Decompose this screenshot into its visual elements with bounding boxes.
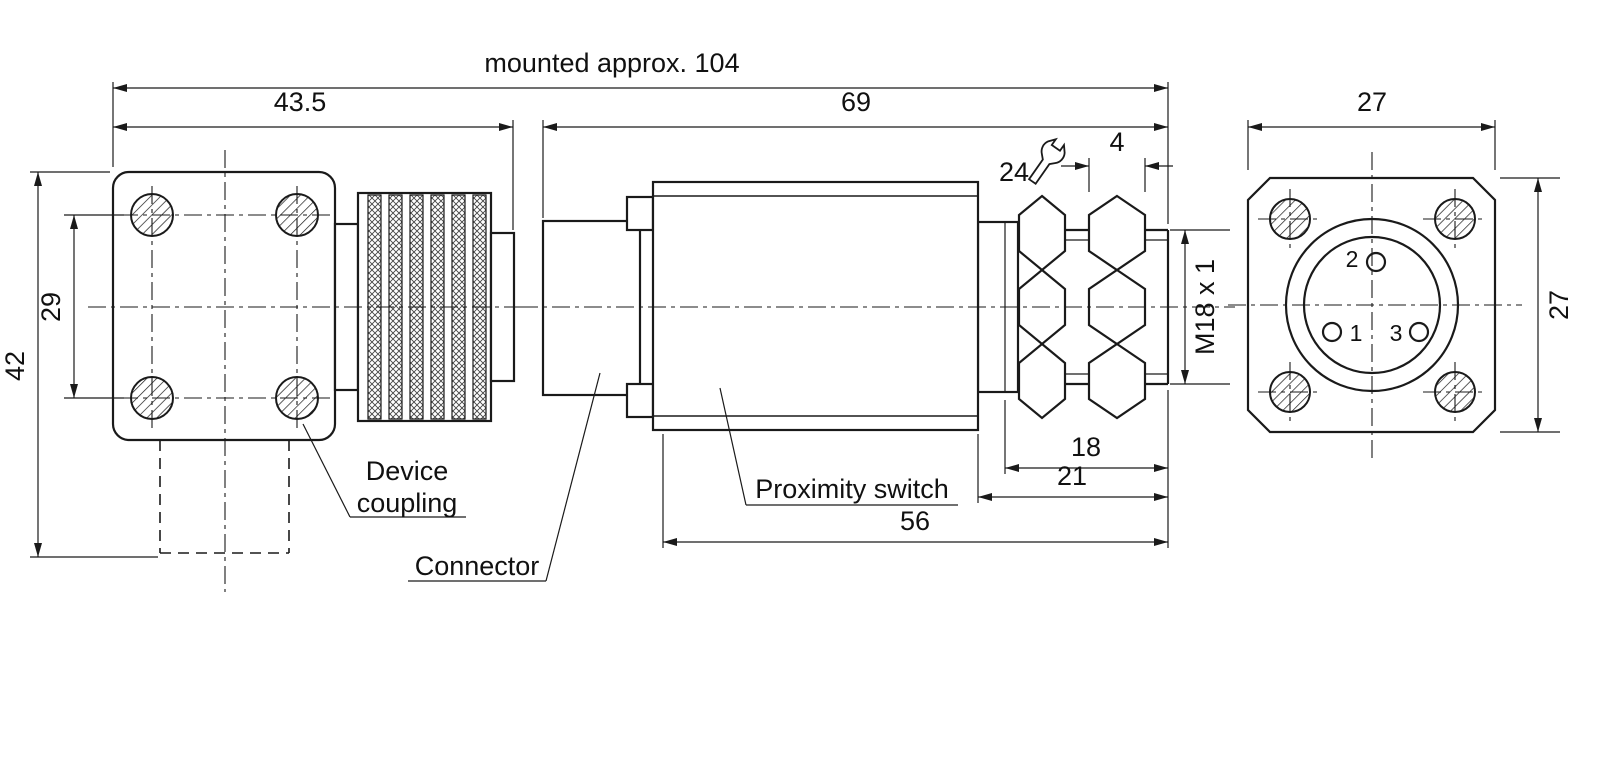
leader-line-proximity-switch: [719, 387, 747, 506]
pin-1-label: 1: [1350, 320, 1363, 346]
dim-69-text: 69: [841, 87, 871, 117]
connector-body: [541, 219, 642, 397]
front-view: 2 1 3: [1228, 152, 1522, 458]
label-device-coupling-2: coupling: [357, 488, 458, 518]
pin-1-circle: [1321, 321, 1343, 343]
pin-2-label: 2: [1346, 246, 1359, 272]
pin-2-circle: [1365, 251, 1387, 273]
dim-18-text: 18: [1071, 432, 1101, 462]
dim-27-top-text: 27: [1357, 87, 1387, 117]
connector-pins: 2 1 3: [1321, 246, 1430, 346]
nut-facet: [1017, 194, 1067, 272]
dim-29-text: 29: [36, 292, 66, 322]
dim-21-text: 21: [1057, 461, 1087, 491]
switch-body: [651, 180, 980, 432]
pin-3-label: 3: [1390, 320, 1403, 346]
left-view: [88, 150, 528, 592]
dim-42-text: 42: [0, 351, 30, 381]
label-connector: Connector: [415, 551, 540, 581]
nut-facet: [1087, 342, 1147, 420]
dimensions: mounted approx. 104 43.5 69 27 42 29 27 …: [0, 48, 1574, 557]
dim-m18-text: M18 x 1: [1190, 259, 1220, 355]
leader-line-connector: [545, 372, 601, 582]
dim-27-right-text: 27: [1544, 290, 1574, 320]
mounting-tab: [625, 195, 655, 232]
dim-24-text: 24: [999, 157, 1029, 187]
wrench-icon: [1027, 137, 1066, 186]
hex-nut-b: [1087, 194, 1147, 420]
label-device-coupling-1: Device: [366, 456, 449, 486]
leader-line-device-coupling: [302, 423, 351, 518]
dim-4-text: 4: [1109, 127, 1124, 157]
label-proximity-switch: Proximity switch: [755, 474, 949, 504]
hole-crosshairs: [1258, 189, 1487, 424]
nut-facet: [1017, 342, 1067, 420]
nut-facet: [1087, 194, 1147, 272]
center-lines-left: [88, 150, 528, 592]
dim-56-text: 56: [900, 506, 930, 536]
side-view: [520, 137, 1235, 432]
callouts: Device coupling Connector Proximity swit…: [302, 372, 958, 582]
pin-3-circle: [1408, 321, 1430, 343]
knurled-bands: [367, 194, 487, 420]
mounting-tab: [625, 382, 655, 419]
dim-43-5-text: 43.5: [274, 87, 327, 117]
dim-mounted-text: mounted approx. 104: [484, 48, 739, 78]
